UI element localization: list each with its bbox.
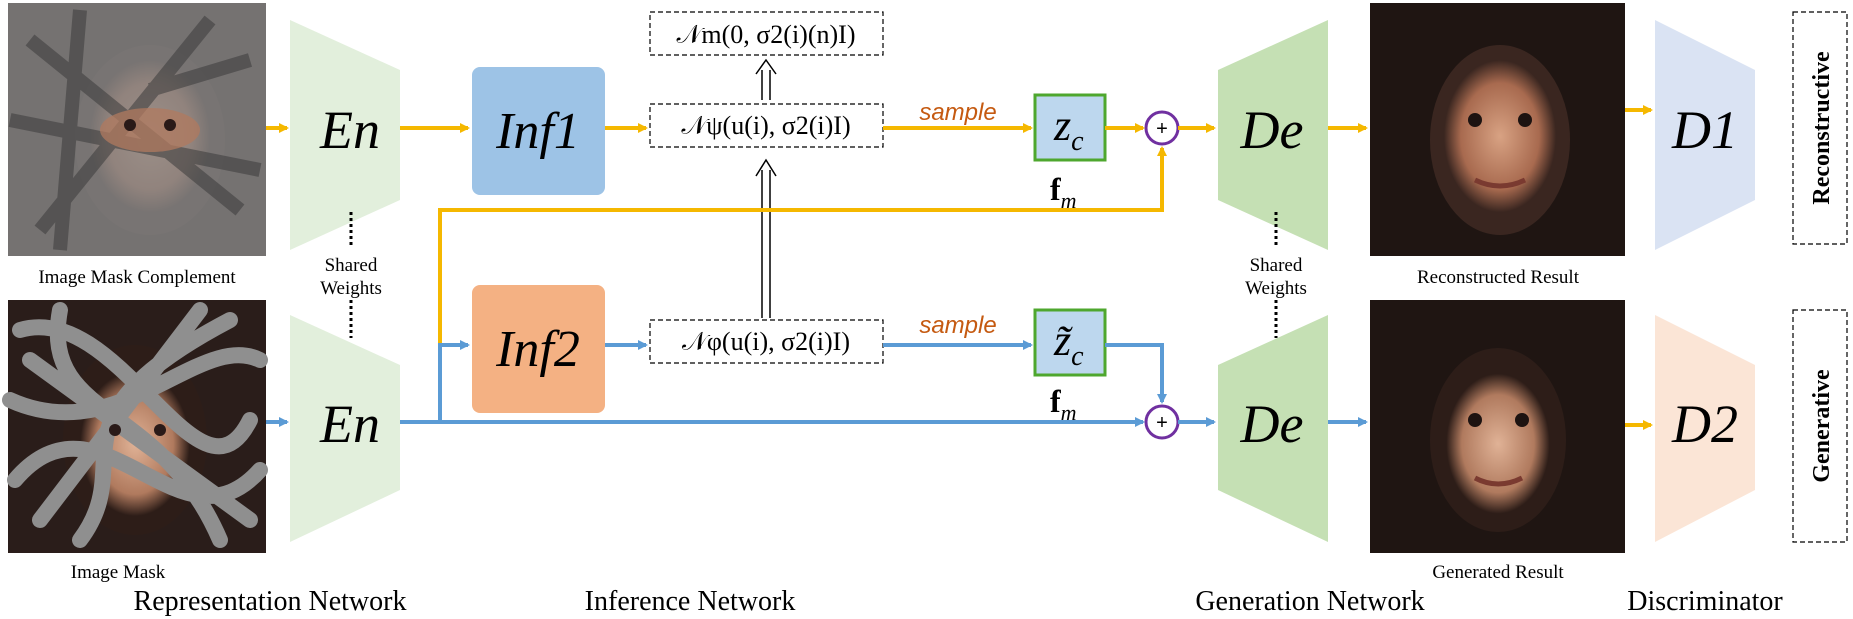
reconstructive-label-text: Reconstructive [1809, 51, 1835, 205]
shared-weights-dec-line2: Weights [1245, 278, 1307, 299]
reconstructed-result-caption: Reconstructed Result [1417, 267, 1580, 288]
shared-weights-enc-line2: Weights [320, 278, 382, 299]
posterior-top-box: 𝒩ψ(u(i), σ2(i)I) [649, 103, 884, 148]
inf2-label: Inf2 [495, 321, 580, 378]
plus-icon: + [1156, 118, 1168, 140]
fm-label-bottom: fm [1050, 383, 1077, 425]
section-inference: Inference Network [585, 586, 796, 617]
inf2-block: Inf2 [472, 285, 605, 413]
decoder-bottom: De [1218, 315, 1328, 542]
image-mask-caption: Image Mask [71, 562, 166, 583]
sample-label-bottom: sample [919, 312, 996, 339]
latent-zc-tilde-label: z̃c [1053, 316, 1084, 372]
sum-node-bottom: + [1144, 404, 1180, 440]
image-mask [2, 300, 268, 553]
blue-arrows [266, 340, 1368, 427]
section-discriminator: Discriminator [1627, 586, 1783, 617]
image-mask-complement [8, 3, 266, 256]
decoder-top-label: De [1240, 100, 1304, 160]
inf1-label: Inf1 [495, 103, 580, 160]
generative-label-text: Generative [1809, 369, 1835, 483]
generative-path-label: Generative [1792, 309, 1848, 543]
plus-icon: + [1156, 412, 1168, 434]
yellow-arrows [266, 105, 1653, 430]
image-mask-complement-caption: Image Mask Complement [38, 267, 236, 288]
decoder-top: De [1218, 20, 1328, 250]
sum-node-top: + [1144, 110, 1180, 146]
generated-result-image [1370, 300, 1625, 553]
inf1-block: Inf1 [472, 67, 605, 195]
section-representation: Representation Network [134, 586, 407, 617]
double-arrow-to-prior [755, 58, 777, 100]
encoder-top-label: En [319, 100, 380, 160]
decoder-bottom-label: De [1240, 394, 1304, 454]
section-generation: Generation Network [1195, 586, 1424, 617]
shared-weights-dec-line1: Shared [1250, 255, 1303, 276]
discriminator-d2: D2 [1655, 315, 1755, 542]
posterior-bottom-label: 𝒩φ(u(i), σ2(i)I) [682, 327, 850, 356]
encoder-top: En [290, 20, 400, 250]
d2-label: D2 [1671, 394, 1738, 454]
d1-label: D1 [1671, 100, 1738, 160]
posterior-bottom-box: 𝒩φ(u(i), σ2(i)I) [649, 319, 884, 364]
double-arrow-between-posteriors [755, 158, 777, 318]
reconstructed-result-image [1370, 3, 1625, 256]
latent-zc-label: zc [1053, 101, 1084, 157]
discriminator-d1: D1 [1655, 20, 1755, 250]
sample-label-top: sample [919, 99, 996, 126]
posterior-top-label: 𝒩ψ(u(i), σ2(i)I) [681, 111, 850, 140]
prior-distribution-box: 𝒩m(0, σ2(i)(n)I) [649, 11, 884, 56]
encoder-bottom-label: En [319, 394, 380, 454]
latent-zc-tilde-box: z̃c [1033, 308, 1107, 377]
shared-weights-enc-line1: Shared [325, 255, 378, 276]
prior-distribution-label: 𝒩m(0, σ2(i)(n)I) [677, 20, 856, 49]
generated-result-caption: Generated Result [1432, 562, 1564, 583]
reconstructive-path-label: Reconstructive [1792, 11, 1848, 245]
encoder-bottom: En [290, 315, 400, 542]
fm-label-top: fm [1050, 171, 1077, 213]
latent-zc-box: zc [1033, 93, 1107, 162]
